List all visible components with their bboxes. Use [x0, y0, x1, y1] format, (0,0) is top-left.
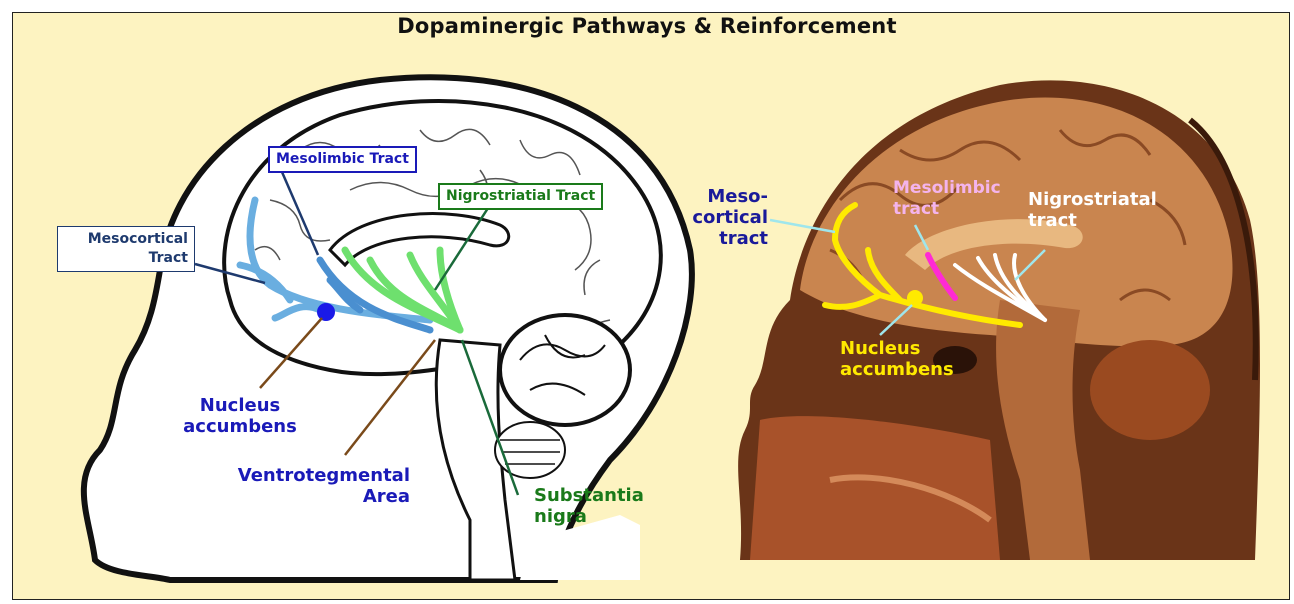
photo-mesolimbic-line2: tract [893, 199, 1001, 220]
photo-meso-line3: tract [676, 228, 768, 249]
photo-nucleus-accumbens-label: Nucleus accumbens [840, 338, 954, 380]
photo-meso-line2: cortical [676, 207, 768, 228]
photo-meso-line1: Meso- [676, 186, 768, 207]
photo-nucleus-line1: Nucleus [840, 338, 954, 359]
vta-label-line2: Area [210, 486, 410, 507]
cerebellum [500, 315, 630, 425]
photo-nucleus-line2: accumbens [840, 359, 954, 380]
ventrotegmental-area-label: Ventrotegmental Area [210, 465, 410, 507]
photo-mesolimbic-label: Mesolimbic tract [893, 178, 1001, 220]
mesolimbic-tract-label: Mesolimbic Tract [268, 146, 417, 173]
photo-nucleus-marker [907, 290, 923, 306]
mesocortical-label-line2: Tract [64, 249, 188, 268]
nigrostriatial-tract-label: Nigrostriatial Tract [438, 183, 603, 210]
photo-mesolimbic-line1: Mesolimbic [893, 178, 1001, 199]
photo-nigrostriatal-label: Nigrostriatal tract [1028, 189, 1157, 231]
nucleus-accumbens-label: Nucleus accumbens [170, 395, 310, 437]
mesocortical-tract-label: Mesocortical Tract [57, 226, 195, 272]
mesocortical-label-line1: Mesocortical [64, 230, 188, 249]
substantia-label-line1: Substantia [534, 485, 644, 506]
photo-nigro-line2: tract [1028, 210, 1157, 231]
nucleus-label-line1: Nucleus [170, 395, 310, 416]
nucleus-label-line2: accumbens [170, 416, 310, 437]
substantia-label-line2: nigra [534, 506, 644, 527]
photo-mesocortical-label: Meso- cortical tract [676, 186, 768, 249]
nucleus-accumbens-marker [317, 303, 335, 321]
vta-label-line1: Ventrotegmental [210, 465, 410, 486]
photo-nigro-line1: Nigrostriatal [1028, 189, 1157, 210]
substantia-nigra-label: Substantia nigra [534, 485, 644, 527]
